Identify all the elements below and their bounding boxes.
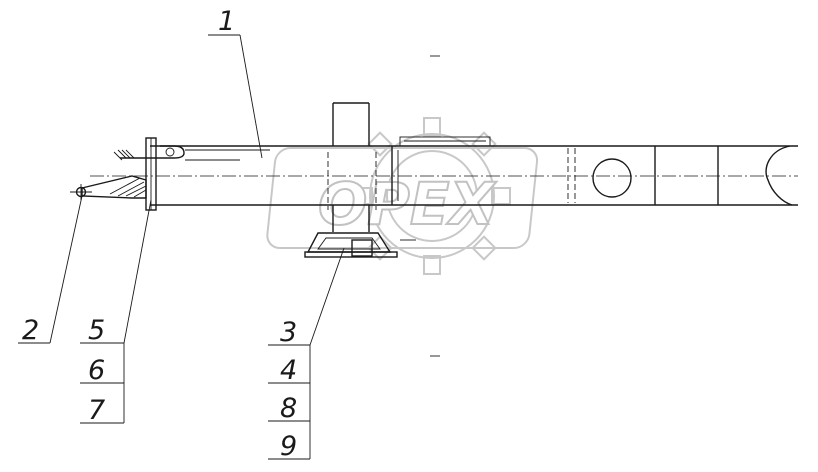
callout-5: 5 (88, 315, 105, 346)
callout-4: 4 (280, 355, 297, 386)
hinge-arm (70, 175, 147, 200)
watermark-frame (266, 147, 539, 249)
clevis (113, 145, 185, 161)
watermark: OPEX (266, 117, 539, 275)
watermark-text: OPEX (318, 170, 497, 238)
callout-8: 8 (280, 393, 297, 424)
callout-1: 1 (218, 6, 235, 37)
callout-9: 9 (280, 431, 297, 462)
callout-7: 7 (88, 395, 105, 426)
boom-tube (90, 136, 798, 206)
callout-3: 3 (280, 317, 297, 348)
vertical-post (327, 102, 377, 232)
bracket (304, 232, 416, 258)
leader-lines (18, 34, 345, 346)
callout-stack-left (80, 342, 125, 424)
callout-stack-center (268, 344, 311, 460)
callout-2: 2 (22, 315, 39, 346)
end-flange (145, 137, 157, 211)
callout-6: 6 (88, 355, 105, 386)
